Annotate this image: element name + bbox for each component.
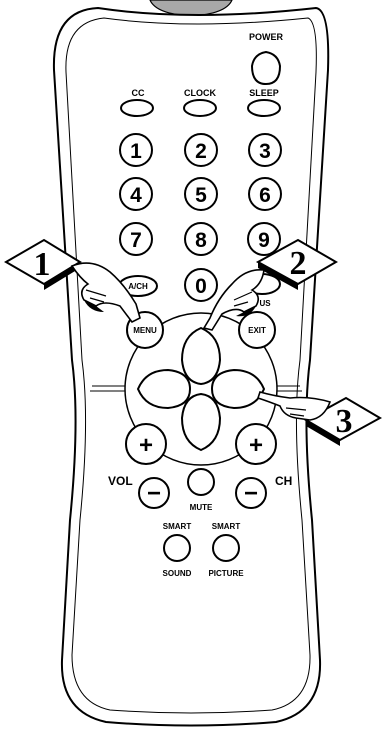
ch-down-symbol: −	[244, 480, 258, 507]
menu-label: MENU	[133, 326, 157, 335]
cc-label: CC	[132, 88, 145, 98]
mute-button[interactable]	[188, 469, 214, 495]
smart-picture-button[interactable]	[213, 535, 239, 561]
smart-sound-bottom-label: SOUND	[163, 569, 192, 578]
digit-label: 5	[195, 184, 207, 207]
clock-label: CLOCK	[184, 88, 216, 98]
smart-sound-button[interactable]	[164, 535, 190, 561]
smart-picture-bottom-label: PICTURE	[208, 569, 244, 578]
exit-label: EXIT	[248, 326, 266, 335]
status-label: US	[259, 299, 271, 308]
cc-button[interactable]	[121, 100, 153, 116]
sleep-button[interactable]	[248, 100, 280, 116]
digit-label: 0	[195, 275, 207, 298]
ch-up-symbol: +	[249, 432, 263, 459]
callout-1-number: 1	[34, 246, 51, 283]
digit-label: 7	[130, 229, 142, 252]
ach-label: A/CH	[128, 282, 148, 291]
vol-up-symbol: +	[139, 432, 153, 459]
sleep-label: SLEEP	[249, 88, 279, 98]
digit-label: 3	[259, 140, 271, 163]
digit-label: 8	[195, 229, 207, 252]
power-button[interactable]	[252, 52, 280, 84]
callout-2-number: 2	[290, 245, 307, 282]
callout-3-number: 3	[336, 403, 353, 440]
smart-sound-top-label: SMART	[163, 522, 192, 531]
smart-picture-top-label: SMART	[212, 522, 241, 531]
digit-label: 4	[130, 184, 142, 207]
ch-label: CH	[275, 474, 292, 488]
digit-label: 1	[130, 140, 142, 163]
power-label: POWER	[249, 32, 284, 42]
vol-label: VOL	[108, 474, 133, 488]
digit-label: 2	[195, 140, 207, 163]
digit-label: 9	[258, 229, 270, 252]
clock-button[interactable]	[184, 100, 216, 116]
vol-down-symbol: −	[147, 480, 161, 507]
digit-label: 6	[259, 184, 271, 207]
mute-label: MUTE	[190, 503, 213, 512]
